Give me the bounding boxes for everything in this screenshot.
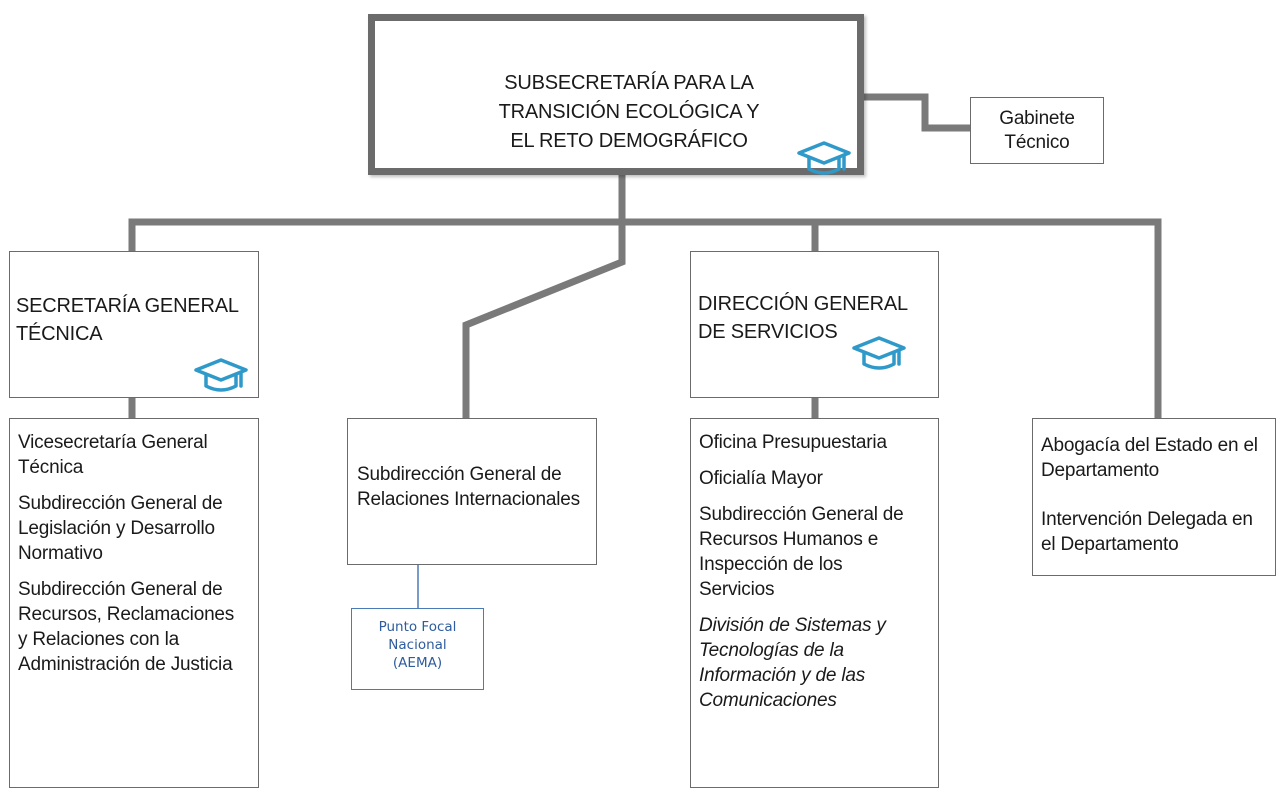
punto-focal-nacional-box: Punto Focal Nacional (AEMA) <box>351 608 484 690</box>
subsecretaria-line1: SUBSECRETARÍA PARA LA <box>504 72 754 94</box>
unit-abogacia: Abogacía del Estado en el Departamento <box>1041 435 1258 481</box>
sgt-line1: SECRETARÍA GENERAL <box>16 295 239 317</box>
subsecretaria-line2: TRANSICIÓN ECOLÓGICA Y <box>498 101 760 123</box>
unit-sg-legislacion: Subdirección General de Legislación y De… <box>18 493 223 564</box>
sg-relaciones-internacionales-box: Subdirección General de Relaciones Inter… <box>347 418 597 565</box>
sgt-line2: TÉCNICA <box>16 323 103 345</box>
unit-sg-recursos: Subdirección General de Recursos, Reclam… <box>18 579 235 675</box>
graduation-cap-icon <box>796 139 852 179</box>
dgs-line2: DE SERVICIOS <box>698 321 838 343</box>
focal-line1: Punto Focal <box>378 619 457 635</box>
unit-oficialia-mayor: Oficialía Mayor <box>699 468 823 489</box>
subsecretaria-box: SUBSECRETARÍA PARA LA TRANSICIÓN ECOLÓGI… <box>368 14 864 175</box>
unit-oficina-presupuestaria: Oficina Presupuestaria <box>699 432 887 453</box>
graduation-cap-icon <box>851 334 907 374</box>
unit-vicesecretaria: Vicesecretaría General Técnica <box>18 432 208 478</box>
gabinete-tecnico-box: Gabinete Técnico <box>970 97 1104 164</box>
gabinete-line2: Técnico <box>1004 132 1070 153</box>
sgri-label: Subdirección General de Relaciones Inter… <box>357 464 580 510</box>
unit-sg-recursos-humanos: Subdirección General de Recursos Humanos… <box>699 504 904 600</box>
focal-line3: (AEMA) <box>392 655 443 671</box>
dgs-units-box: Oficina Presupuestaria Oficialía Mayor S… <box>690 418 939 788</box>
subsecretaria-line3: EL RETO DEMOGRÁFICO <box>510 130 748 152</box>
focal-line2: Nacional <box>388 637 447 653</box>
secretaria-general-tecnica-box: SECRETARÍA GENERAL TÉCNICA <box>9 251 259 398</box>
abogacia-intervencion-box: Abogacía del Estado en el Departamento I… <box>1032 418 1276 576</box>
direccion-general-servicios-box: DIRECCIÓN GENERAL DE SERVICIOS <box>690 251 939 398</box>
unit-division-sistemas: División de Sistemas y Tecnologías de la… <box>699 615 886 711</box>
dgs-line1: DIRECCIÓN GENERAL <box>698 293 908 315</box>
unit-intervencion: Intervención Delegada en el Departamento <box>1041 509 1253 555</box>
sgt-units-box: Vicesecretaría General Técnica Subdirecc… <box>9 418 259 788</box>
gabinete-line1: Gabinete <box>999 108 1075 129</box>
graduation-cap-icon <box>193 356 249 396</box>
